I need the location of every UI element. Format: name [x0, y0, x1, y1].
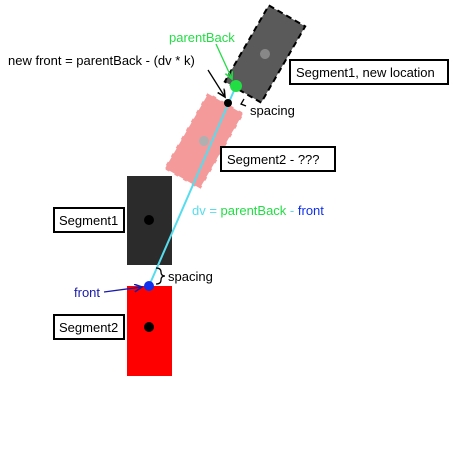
segment1-new-location-block [223, 4, 307, 104]
segment2-label-box [53, 314, 125, 340]
new-front-arrow [207, 69, 225, 97]
dv-formula-front: front [298, 203, 324, 218]
parent-back-point [230, 80, 242, 92]
segment1-new-center-dot [260, 49, 270, 59]
segment1-label-box [53, 207, 125, 233]
segment1-label: Segment1 [59, 213, 118, 228]
segment1-block [127, 176, 172, 265]
segment1-new-label: Segment1, new location [296, 65, 435, 80]
segment2-center-dot [144, 322, 154, 332]
dv-formula-prefix: dv = [192, 203, 221, 218]
parent-back-arrow [215, 43, 232, 79]
spacing-top-bracket [240, 98, 247, 107]
front-label: front [74, 285, 100, 300]
new-front-point [224, 99, 232, 107]
spacing-bottom-label: spacing [168, 269, 213, 284]
segment2-unknown-label-box [220, 146, 336, 172]
segment2-unknown-block [162, 91, 246, 191]
segment2-unknown-label: Segment2 - ??? [227, 152, 320, 167]
front-point [144, 281, 154, 291]
dv-formula-minus: - [286, 203, 298, 218]
front-arrow [103, 287, 142, 293]
segment2-block [127, 286, 172, 376]
segment2-label: Segment2 [59, 320, 118, 335]
spacing-top-label: spacing [250, 103, 295, 118]
parent-back-label: parentBack [169, 30, 235, 45]
segment1-center-dot [144, 215, 154, 225]
new-front-label: new front = parentBack - (dv * k) [8, 53, 195, 68]
dv-formula-parent-back: parentBack [221, 203, 287, 218]
dv-line [148, 85, 237, 287]
segment2-unknown-center-dot [199, 136, 209, 146]
spacing-bottom-bracket [155, 267, 166, 285]
segment1-new-label-box [289, 59, 449, 85]
dv-formula-label: dv = parentBack - front [192, 203, 324, 218]
